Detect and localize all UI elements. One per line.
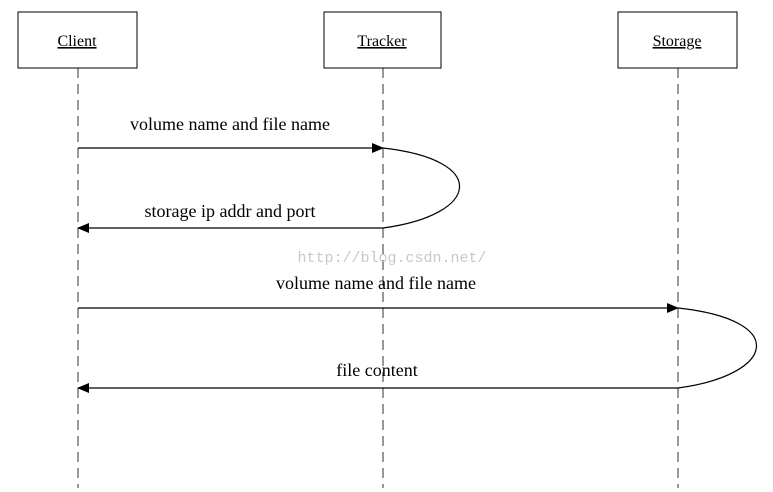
message-1-label: volume name and file name bbox=[130, 114, 330, 134]
watermark-text: http://blog.csdn.net/ bbox=[297, 250, 486, 267]
actor-storage-label: Storage bbox=[653, 33, 702, 50]
actor-tracker: Tracker bbox=[323, 11, 442, 69]
message-2-label: storage ip addr and port bbox=[145, 201, 316, 221]
tracker-processing-curve bbox=[382, 147, 461, 229]
message-4-label: file content bbox=[336, 360, 417, 380]
storage-processing-curve bbox=[677, 307, 758, 389]
actor-client-label: Client bbox=[57, 33, 97, 50]
message-3-label: volume name and file name bbox=[276, 273, 476, 293]
actor-client: Client bbox=[17, 11, 138, 69]
actor-storage: Storage bbox=[617, 11, 738, 69]
actor-tracker-label: Tracker bbox=[357, 33, 407, 50]
